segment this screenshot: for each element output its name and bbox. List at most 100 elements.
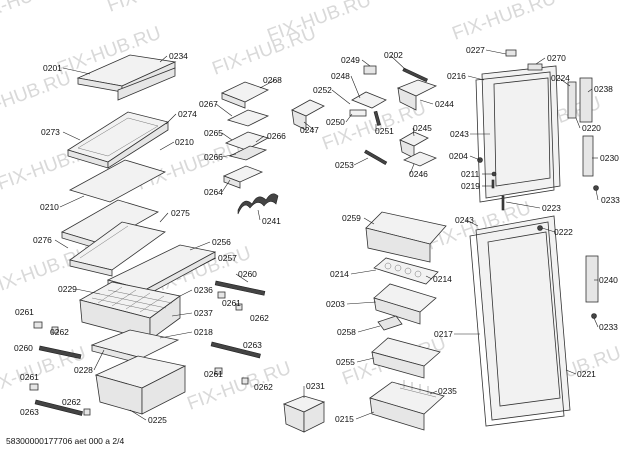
label-0245: 0245 <box>413 123 432 133</box>
label-0203: 0203 <box>326 299 345 309</box>
callout-labels: 0234 0201 0268 0267 0274 0273 0265 0266 … <box>14 45 620 425</box>
watermark: FIX-HUB.RU <box>0 243 94 300</box>
part-door-bin-0255-front <box>371 351 425 379</box>
part-shelf-frame-inner <box>77 117 159 157</box>
part-bottle-holder-0241 <box>237 193 279 215</box>
part-0248 <box>351 91 387 109</box>
label-0266: 0266 <box>267 131 286 141</box>
part-door-bin-0259-front <box>365 227 431 263</box>
part-clip-0262-right <box>235 303 243 311</box>
part-0250 <box>349 109 367 117</box>
part-egg-insert-0214 <box>373 257 439 285</box>
label-0231: 0231 <box>306 381 325 391</box>
part-rail-0263 <box>38 345 82 360</box>
label-0246: 0246 <box>409 169 428 179</box>
label-0220: 0220 <box>582 123 601 133</box>
label-0260: 0260 <box>14 343 33 353</box>
part-rail-0263-lower <box>34 399 83 416</box>
right-doors <box>469 49 599 427</box>
label-0243: 0243 <box>455 215 474 225</box>
label-0263: 0263 <box>20 407 39 417</box>
part-pin-0223 <box>501 195 505 211</box>
label-0216: 0216 <box>447 71 466 81</box>
label-0221: 0221 <box>577 369 596 379</box>
label-0211: 0211 <box>461 169 480 179</box>
label-0261: 0261 <box>15 307 34 317</box>
label-0260: 0260 <box>238 269 257 279</box>
part-drawer-cover-ribs <box>79 225 129 259</box>
label-0276: 0276 <box>33 235 52 245</box>
label-0261: 0261 <box>222 298 241 308</box>
label-0219: 0219 <box>461 181 480 191</box>
part-0222 <box>537 225 543 231</box>
part-screw-0233-lower <box>591 313 597 319</box>
label-0262: 0262 <box>254 382 273 392</box>
part-0224 <box>567 81 577 119</box>
part-tray-top-lip <box>117 67 176 101</box>
part-0246 <box>403 151 437 167</box>
part-tray-0264-front <box>223 175 241 189</box>
watermark: FIX-HUB.RU <box>210 23 319 80</box>
watermark: FIX-HUB.RU <box>105 0 214 17</box>
label-0262: 0262 <box>62 397 81 407</box>
label-0263: 0263 <box>243 340 262 350</box>
label-0270: 0270 <box>547 53 566 63</box>
label-0201: 0201 <box>43 63 62 73</box>
label-0210: 0210 <box>40 202 59 212</box>
label-0202: 0202 <box>384 50 403 60</box>
label-0255: 0255 <box>336 357 355 367</box>
part-clip-0261 <box>33 321 43 329</box>
label-0261: 0261 <box>204 369 223 379</box>
label-0259: 0259 <box>342 213 361 223</box>
part-box-0231-side <box>303 401 325 433</box>
label-0210: 0210 <box>175 137 194 147</box>
label-0225: 0225 <box>148 415 167 425</box>
label-0274: 0274 <box>178 109 197 119</box>
part-0202 <box>402 67 428 83</box>
part-shelf-frame-side <box>107 121 169 169</box>
part-0270 <box>527 63 543 71</box>
part-tray-0267 <box>226 109 270 127</box>
label-0236: 0236 <box>194 285 213 295</box>
label-0265: 0265 <box>204 128 223 138</box>
label-0230: 0230 <box>600 153 619 163</box>
watermark: FIX-HUB.RU <box>0 0 79 27</box>
label-0233: 0233 <box>599 322 618 332</box>
part-egg-cups <box>384 262 422 278</box>
label-0214: 0214 <box>330 269 349 279</box>
leader-lines <box>54 49 599 421</box>
label-0247: 0247 <box>300 125 319 135</box>
part-handle-0240 <box>585 255 599 303</box>
part-0244-front <box>397 87 417 111</box>
label-0258: 0258 <box>337 327 356 337</box>
part-door-bin-0203-front <box>373 297 421 325</box>
part-0253 <box>364 149 388 166</box>
label-0233: 0233 <box>601 195 620 205</box>
label-0215: 0215 <box>335 414 354 424</box>
part-0247-front <box>291 109 307 131</box>
part-screw-0211 <box>491 171 497 177</box>
part-handle-0230 <box>582 135 594 177</box>
label-0257: 0257 <box>218 253 237 263</box>
part-fridge-door-gasket <box>469 221 565 427</box>
label-0253: 0253 <box>335 160 354 170</box>
left-parts <box>29 54 326 433</box>
label-0250: 0250 <box>326 117 345 127</box>
part-clip-0262-lower <box>83 408 91 416</box>
label-0238: 0238 <box>594 84 613 94</box>
part-fridge-door-inner <box>487 231 561 407</box>
label-0214: 0214 <box>433 274 452 284</box>
part-clip-0261-lower <box>29 383 39 391</box>
part-egg-tray-0266 <box>228 145 268 161</box>
label-0234: 0234 <box>169 51 188 61</box>
label-0249: 0249 <box>341 55 360 65</box>
label-0237: 0237 <box>194 308 213 318</box>
label-0262: 0262 <box>250 313 269 323</box>
part-clip-0261-right-lower <box>214 367 223 375</box>
part-screw-0233 <box>593 185 599 191</box>
label-0251: 0251 <box>375 126 394 136</box>
label-0264: 0264 <box>204 187 223 197</box>
label-0256: 0256 <box>212 237 231 247</box>
part-freezer-door-inner <box>493 77 551 187</box>
label-0262: 0262 <box>50 327 69 337</box>
